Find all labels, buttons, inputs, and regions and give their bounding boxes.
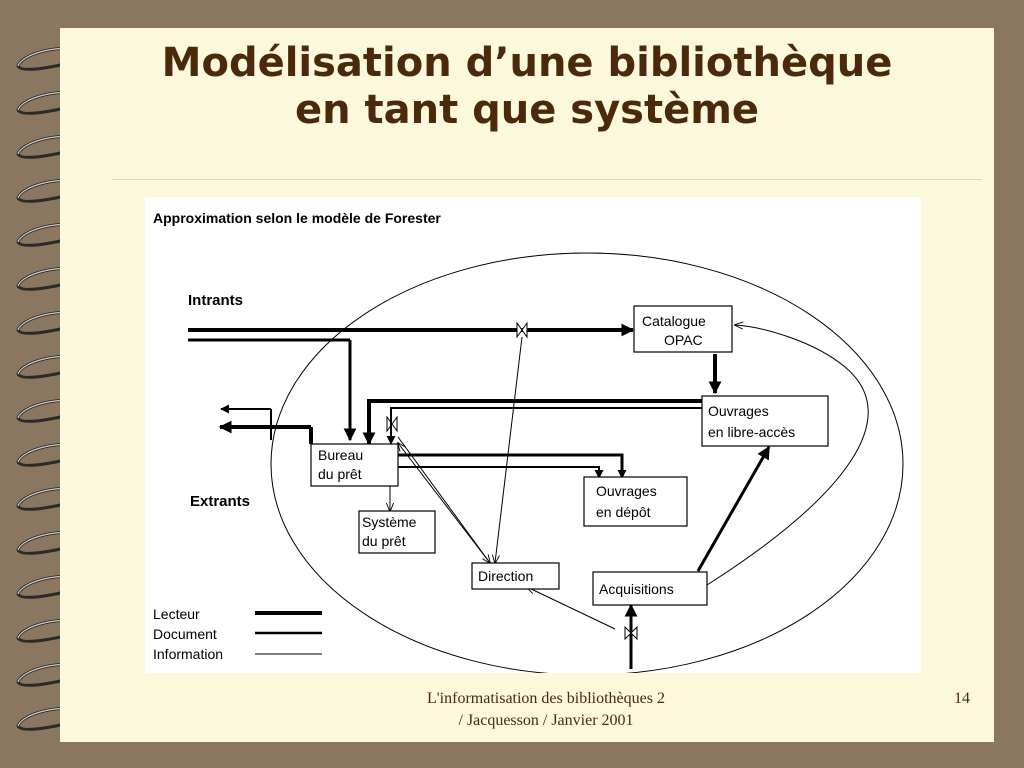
node-direction-label: Direction xyxy=(478,568,533,584)
document-flow-libre-bureau xyxy=(386,407,705,445)
info-flow-input-direction xyxy=(495,336,523,563)
inputs-label: Intrants xyxy=(188,292,243,309)
slide-title-line-1: Modélisation d’une bibliothèque xyxy=(161,40,893,86)
node-acquisitions-label: Acquisitions xyxy=(599,581,674,597)
node-bureau-line-2: du prêt xyxy=(318,466,362,482)
info-flow-direction-bureau xyxy=(398,443,491,564)
info-flow-bureau-direction xyxy=(397,436,490,563)
node-libre-acces: Ouvrages en libre-accès xyxy=(701,395,829,447)
document-flow-acq-libre xyxy=(696,445,771,572)
slide-title-line-2: en tant que système xyxy=(294,87,760,133)
reader-flow-libre-out xyxy=(362,399,705,446)
legend-reader-label: Lecteur xyxy=(153,606,200,622)
node-libre-line-2: en libre-accès xyxy=(708,424,795,440)
node-depot-line-1: Ouvrages xyxy=(596,483,657,499)
node-direction: Direction xyxy=(471,562,560,590)
footer-line-2: / Jacquesson / Janvier 2001 xyxy=(458,712,634,729)
legend: Lecteur Document Information xyxy=(153,606,322,662)
outputs-label: Extrants xyxy=(190,493,250,510)
node-depot: Ouvrages en dépôt xyxy=(583,476,688,527)
valve-input-icon xyxy=(516,321,528,339)
slide-footer: L'informatisation des bibliothèques 2 / … xyxy=(376,688,716,732)
diagram-heading: Approximation selon le modèle de Foreste… xyxy=(153,210,441,226)
node-bureau: Bureau du prêt xyxy=(310,443,399,487)
document-flow-bureau-depot xyxy=(398,466,604,479)
footer-line-1: L'informatisation des bibliothèques 2 xyxy=(427,690,665,707)
slide-title: Modélisation d’une bibliothèque en tant … xyxy=(60,40,994,134)
node-depot-line-2: en dépôt xyxy=(596,504,651,520)
valve-acq-icon xyxy=(624,625,638,641)
diagram-panel: Approximation selon le modèle de Foreste… xyxy=(145,197,921,673)
page-number: 14 xyxy=(954,690,970,707)
node-systeme-line-1: Système xyxy=(362,514,417,530)
node-systeme: Système du prêt xyxy=(358,510,436,554)
legend-document-label: Document xyxy=(153,626,217,642)
node-acquisitions: Acquisitions xyxy=(592,571,708,606)
info-flow-acq-direction xyxy=(527,587,616,630)
node-catalogue-line-1: Catalogue xyxy=(642,313,706,329)
info-flow-acq-catalogue xyxy=(706,325,869,586)
reader-flow-bureau-depot xyxy=(398,453,627,479)
node-bureau-line-1: Bureau xyxy=(318,447,363,463)
forester-diagram: Approximation selon le modèle de Foreste… xyxy=(153,210,904,673)
node-libre-line-1: Ouvrages xyxy=(708,403,769,419)
node-catalogue-line-2: OPAC xyxy=(664,332,703,348)
legend-information-label: Information xyxy=(153,646,223,662)
title-divider xyxy=(112,179,982,180)
node-systeme-line-2: du prêt xyxy=(362,533,406,549)
node-catalogue: Catalogue OPAC xyxy=(633,305,733,353)
system-boundary xyxy=(270,252,904,673)
